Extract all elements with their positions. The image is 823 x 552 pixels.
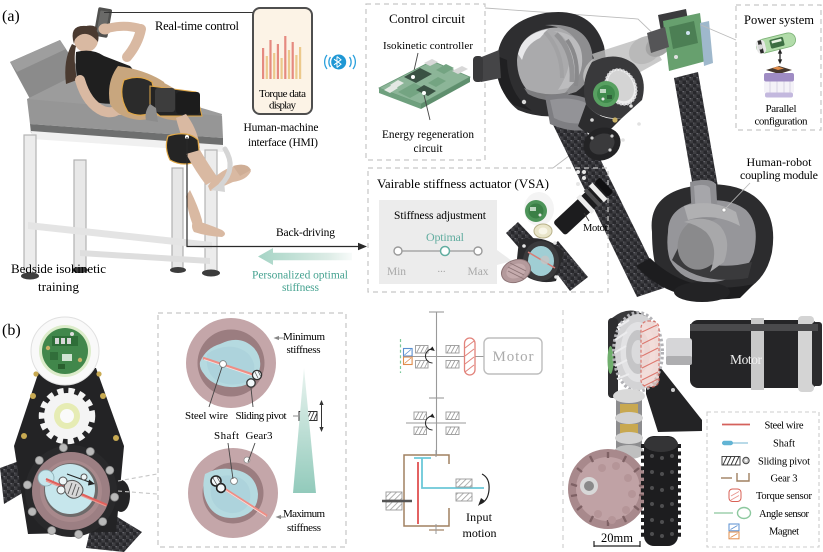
svg-text:Sliding pivot: Sliding pivot (758, 457, 810, 468)
svg-text:Energy regeneration: Energy regeneration (382, 129, 474, 141)
svg-text:(b): (b) (2, 322, 21, 339)
svg-text:...: ... (437, 263, 446, 275)
svg-text:Motor: Motor (583, 223, 609, 234)
svg-text:Steel wire: Steel wire (185, 410, 228, 422)
svg-text:Isokinetic controller: Isokinetic controller (383, 40, 473, 52)
svg-text:coupling module: coupling module (740, 168, 818, 182)
svg-text:configuration: configuration (755, 116, 809, 128)
svg-text:Bedside isokinetic: Bedside isokinetic (11, 261, 106, 276)
svg-text:(a): (a) (2, 8, 20, 25)
svg-text:Shaft: Shaft (773, 439, 795, 450)
svg-text:Gear 3: Gear 3 (771, 474, 798, 485)
svg-text:display: display (269, 100, 297, 112)
svg-text:Power system: Power system (744, 13, 814, 27)
svg-text:Steel wire: Steel wire (765, 421, 804, 432)
svg-text:Parallel: Parallel (766, 103, 797, 115)
svg-text:training: training (38, 279, 80, 294)
svg-text:Maximum: Maximum (283, 508, 325, 520)
svg-text:interface (HMI): interface (HMI) (248, 137, 318, 149)
svg-text:Optimal: Optimal (426, 230, 465, 244)
svg-text:stiffness: stiffness (287, 522, 321, 534)
svg-text:20mm: 20mm (601, 531, 633, 545)
svg-text:Torque data: Torque data (259, 88, 306, 100)
svg-text:Min: Min (387, 266, 406, 278)
svg-text:Input: Input (466, 510, 493, 524)
svg-text:Angle sensor: Angle sensor (759, 509, 810, 520)
svg-text:motion: motion (463, 526, 497, 540)
svg-text:Control circuit: Control circuit (389, 11, 465, 26)
svg-text:Stiffness adjustment: Stiffness adjustment (394, 210, 487, 222)
svg-text:stiffness: stiffness (282, 282, 320, 294)
svg-text:Max: Max (468, 266, 489, 278)
svg-text:Torque sensor: Torque sensor (756, 491, 813, 502)
svg-text:Motor: Motor (493, 349, 534, 365)
svg-text:Vairable stiffness actuator (V: Vairable stiffness actuator (VSA) (377, 176, 549, 191)
svg-text:Gear3: Gear3 (246, 430, 274, 442)
svg-text:Personalized optimal: Personalized optimal (252, 270, 348, 282)
svg-text:stiffness: stiffness (287, 344, 321, 356)
svg-text:Shaft: Shaft (214, 430, 239, 442)
svg-text:Human-machine: Human-machine (244, 122, 319, 134)
svg-text:circuit: circuit (414, 143, 444, 155)
svg-text:Motor: Motor (730, 352, 763, 367)
svg-text:Real-time control: Real-time control (155, 19, 240, 33)
svg-text:Sliding pivot: Sliding pivot (236, 410, 287, 422)
svg-text:Back-driving: Back-driving (276, 227, 335, 239)
svg-text:Minimum: Minimum (283, 331, 325, 343)
svg-text:Human-robot: Human-robot (747, 155, 813, 169)
svg-text:Magnet: Magnet (769, 527, 799, 538)
